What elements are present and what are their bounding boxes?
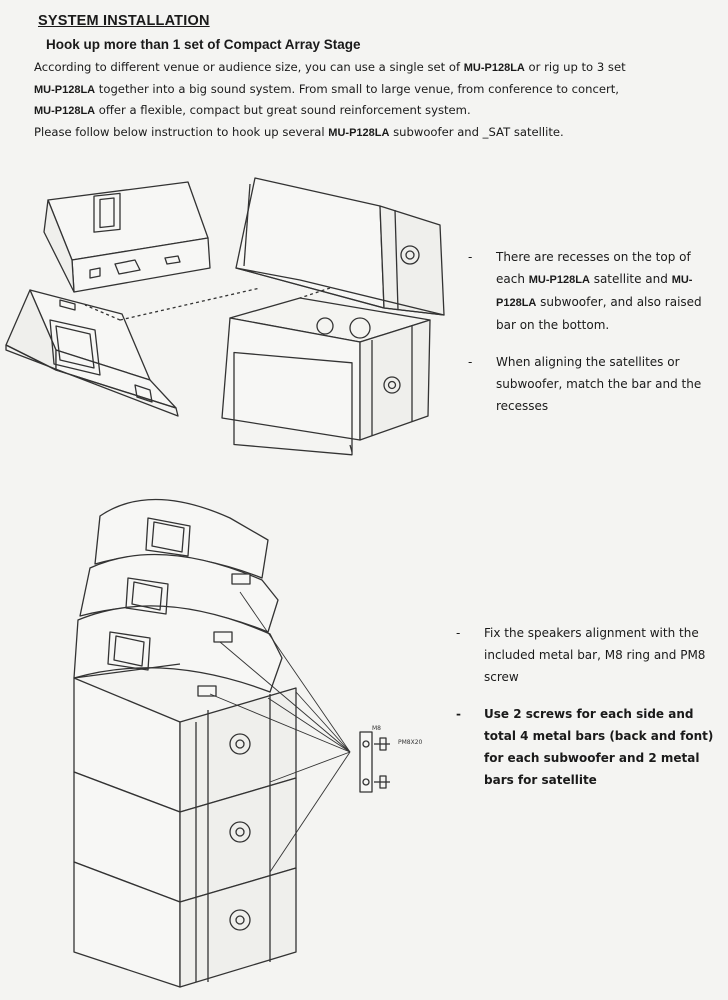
note-text: Use 2 screws for each side and total 4 m… <box>484 707 714 787</box>
intro-text: According to different venue or audience… <box>34 60 464 74</box>
intro-line-4: Please follow below instruction to hook … <box>34 122 724 144</box>
satellite-on-subwoofer <box>236 178 444 315</box>
intro-line-3: MU-P128LA offer a flexible, compact but … <box>34 100 724 122</box>
subwoofer-stack <box>74 664 296 987</box>
bullet-dash: - <box>456 626 461 640</box>
note-text: Fix the speakers alignment with the incl… <box>484 626 706 684</box>
stacked-array-illustration: M8 PM8X20 <box>0 482 423 992</box>
model-name: MU-P128LA <box>496 274 693 309</box>
intro-text: together into a big sound system. From s… <box>95 81 619 96</box>
note-text: There are recesses on the top of each <box>496 250 691 286</box>
subtitle: Hook up more than 1 set of Compact Array… <box>46 37 361 52</box>
satellite-upside-down <box>44 182 210 292</box>
note-text: When aligning the satellites or subwoofe… <box>496 355 702 413</box>
model-name: MU-P128LA <box>34 105 96 117</box>
intro-line-1: According to different venue or audience… <box>34 57 724 79</box>
hardware-detail: M8 PM8X20 <box>360 725 423 792</box>
note-recesses: - There are recesses on the top of each M… <box>468 246 723 336</box>
satellite-lower-left <box>6 290 178 416</box>
fixing-notes: - Fix the speakers alignment with the inc… <box>456 622 718 806</box>
section-title: SYSTEM INSTALLATION <box>38 13 210 29</box>
intro-paragraph: According to different venue or audience… <box>34 57 724 143</box>
intro-line-2: MU-P128LA together into a big sound syst… <box>34 79 724 101</box>
bullet-dash: - <box>468 355 473 369</box>
note-screws-bars: - Use 2 screws for each side and total 4 … <box>456 703 718 791</box>
intro-text: Please follow below instruction to hook … <box>34 124 329 139</box>
model-name: MU-P128LA <box>463 62 525 74</box>
alignment-arrow <box>85 288 330 320</box>
note-fix-alignment: - Fix the speakers alignment with the inc… <box>456 622 718 688</box>
intro-text: offer a flexible, compact but great soun… <box>95 103 471 117</box>
intro-text: subwoofer and _SAT satellite. <box>389 124 564 139</box>
model-name: MU-P128LA <box>328 126 390 139</box>
model-name: MU-P128LA <box>528 274 590 286</box>
pm8-label: PM8X20 <box>398 739 423 746</box>
bullet-dash: - <box>468 250 473 264</box>
subwoofer-box <box>222 298 430 455</box>
bullet-dash: - <box>456 707 461 721</box>
intro-text: or rig up to 3 set <box>524 60 626 74</box>
recess-notes: - There are recesses on the top of each M… <box>468 246 723 432</box>
m8-label: M8 <box>372 725 381 732</box>
note-text: satellite and <box>589 272 672 286</box>
satellite-stack <box>74 499 282 696</box>
note-text: subwoofer, and also raised bar on the bo… <box>496 295 702 332</box>
recess-alignment-illustration <box>0 170 450 470</box>
callout-lines <box>210 592 350 872</box>
note-aligning: - When aligning the satellites or subwoof… <box>468 351 723 417</box>
model-name: MU-P128LA <box>34 83 96 96</box>
